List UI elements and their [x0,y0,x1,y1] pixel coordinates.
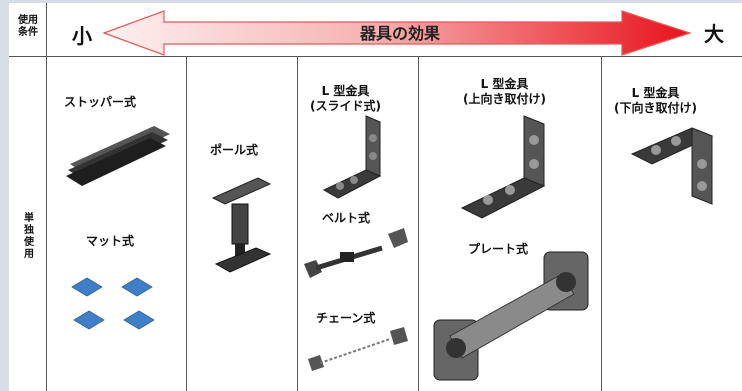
condition-label-line-1: 使用 [18,15,38,26]
l-slide-icon [322,115,382,199]
l-up-label-line-1: L 型金具 [480,77,529,91]
pole-icon [211,177,272,273]
l-slide-label-line-1: L 型金具 [321,84,370,98]
column-divider-label [46,3,47,391]
l-up-icon [460,115,546,219]
chain-label: チェーン式 [316,311,376,325]
diagram-panel [9,3,742,391]
large-label: 大 [704,22,724,46]
effect-arrow [102,10,692,56]
row-label-char-3: 使 [24,237,34,248]
column-divider-3 [418,57,419,391]
row-label-char-1: 単 [24,213,34,224]
belt-label: ベルト式 [322,211,371,225]
small-label: 小 [72,24,92,48]
l-slide-label: L 型金具 (スライド式) [310,84,381,114]
l-up-label: L 型金具 (上向き取付け) [463,77,546,107]
column-divider-1 [186,57,187,391]
plate-label: プレート式 [468,242,529,256]
l-slide-label-line-2: (スライド式) [310,99,381,113]
plate-icon [433,251,589,381]
mat-label: マット式 [86,234,135,248]
column-divider-2 [297,57,298,391]
row-label-single-use: 単 独 使 用 [14,213,44,261]
pole-label: ポール式 [210,143,259,157]
stopper-label: ストッパー式 [64,95,137,109]
l-up-label-line-2: (上向き取付け) [463,92,546,106]
mat-icon [71,277,155,330]
arrow-label: 器具の効果 [359,24,440,43]
column-divider-4 [601,57,602,391]
condition-label: 使用 条件 [12,15,44,39]
stopper-icon [66,126,170,186]
row-label-char-4: 用 [24,249,34,260]
belt-icon [304,228,408,278]
l-down-label: L 型金具 (下向き取付け) [614,86,697,116]
l-down-icon [630,127,714,205]
l-down-label-line-2: (下向き取付け) [614,101,697,115]
condition-label-line-2: 条件 [18,27,38,38]
l-down-label-line-1: L 型金具 [631,86,680,100]
chain-icon [308,327,408,371]
row-label-char-2: 独 [24,225,34,236]
header-divider [9,56,742,57]
